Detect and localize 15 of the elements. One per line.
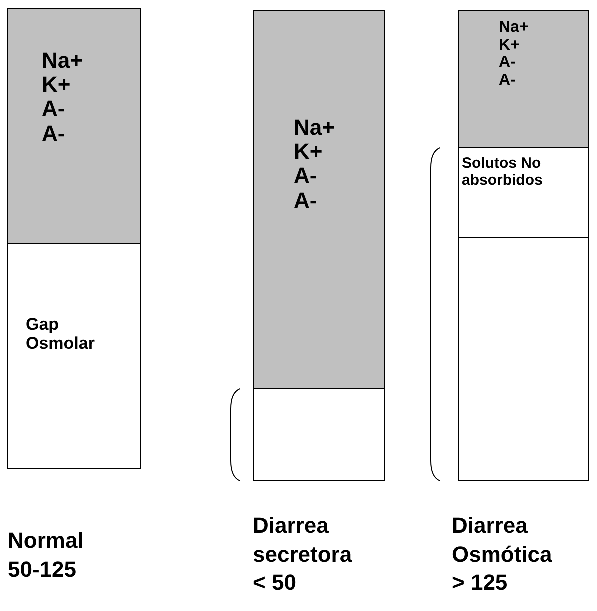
bar-segment [253, 388, 385, 481]
column-caption: Normal 50-125 [8, 527, 85, 584]
bar-segment [458, 10, 589, 148]
segment-label: Gap Osmolar [26, 316, 95, 354]
column-caption: Diarrea Osmótica > 125 [452, 512, 554, 598]
ion-list: Na+ K+ A- A- [499, 19, 529, 90]
ion-list: Na+ K+ A- A- [42, 49, 83, 146]
column-caption: Diarrea secretora < 50 [253, 512, 354, 598]
segment-label: Solutos No absorbidos [462, 156, 542, 189]
bar-segment [7, 8, 141, 244]
bar-segment [7, 243, 141, 469]
bar-segment [458, 237, 589, 481]
bar-segment [253, 10, 385, 389]
ion-list: Na+ K+ A- A- [294, 116, 335, 213]
bar-segment [458, 147, 589, 238]
